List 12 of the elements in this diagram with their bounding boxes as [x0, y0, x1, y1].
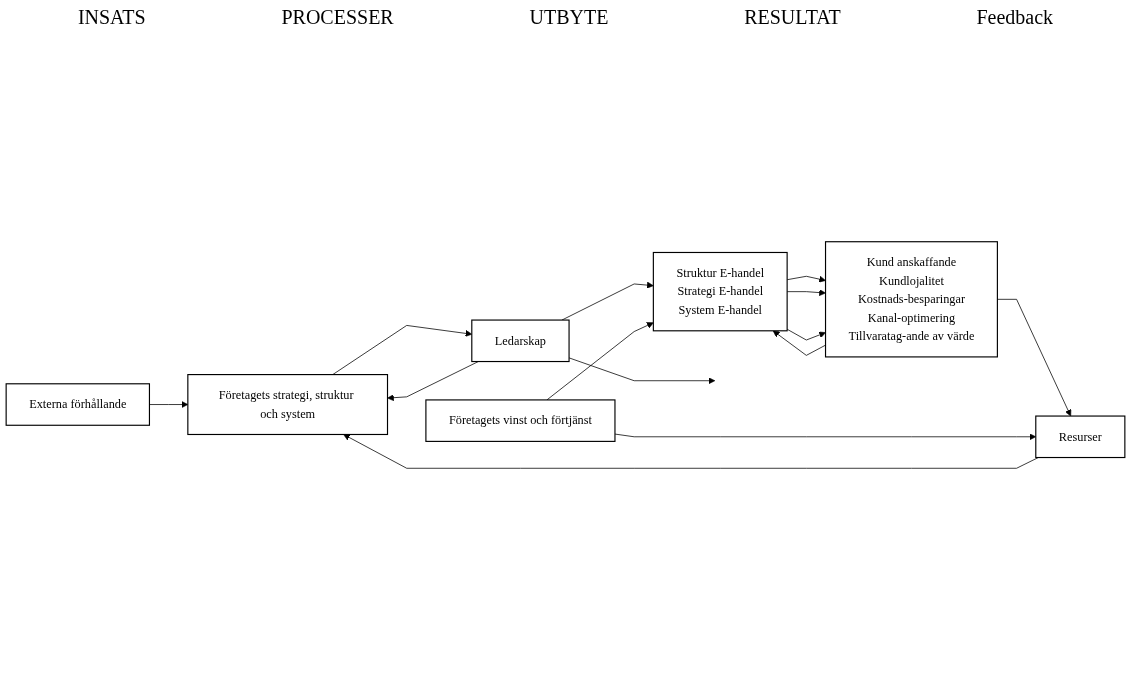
column-heading: Feedback	[976, 6, 1054, 29]
column-heading: UTBYTE	[529, 6, 609, 29]
node-box: Struktur E-handel Strategi E-handel System E-handel	[652, 251, 788, 332]
node-box: Företagets strategi, struktur och system	[187, 374, 389, 436]
column-heading: PROCESSER	[281, 6, 394, 29]
node-box: Företagets vinst och förtjänst	[425, 399, 616, 442]
node-box: Externa förhållande	[5, 383, 151, 426]
node-box: Ledarskap	[471, 319, 570, 363]
column-heading: INSATS	[77, 6, 146, 29]
node-box: Resurser	[1035, 415, 1126, 459]
node-box: Kund anskaffande Kundlojalitet Kostnads-besparingar Kanal-optimering Tillvaratag-ande av värde	[824, 241, 998, 358]
column-heading: RESULTAT	[744, 6, 841, 29]
